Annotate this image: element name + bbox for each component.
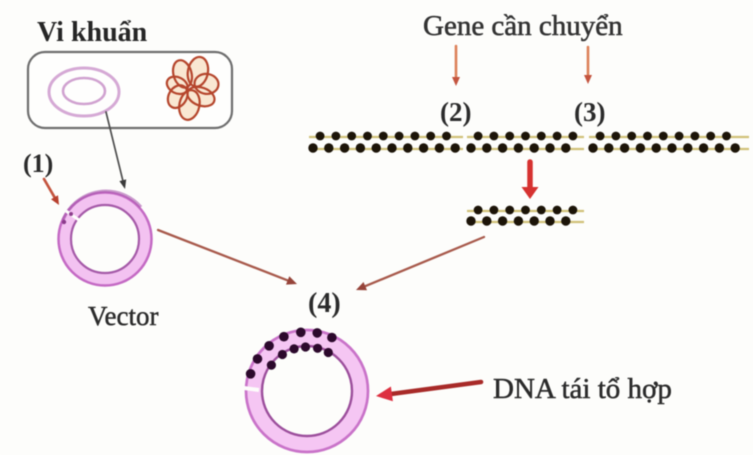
svg-text:Vector: Vector [88, 301, 158, 331]
svg-text:(2): (2) [440, 97, 471, 127]
svg-text:DNA tái tổ hợp: DNA tái tổ hợp [493, 373, 672, 405]
svg-text:Gene cần chuyển: Gene cần chuyển [423, 10, 623, 42]
svg-text:(3): (3) [574, 97, 605, 127]
svg-text:(1): (1) [23, 149, 53, 178]
svg-text:(4): (4) [308, 288, 341, 319]
svg-text:Vi khuẩn: Vi khuẩn [37, 17, 148, 48]
